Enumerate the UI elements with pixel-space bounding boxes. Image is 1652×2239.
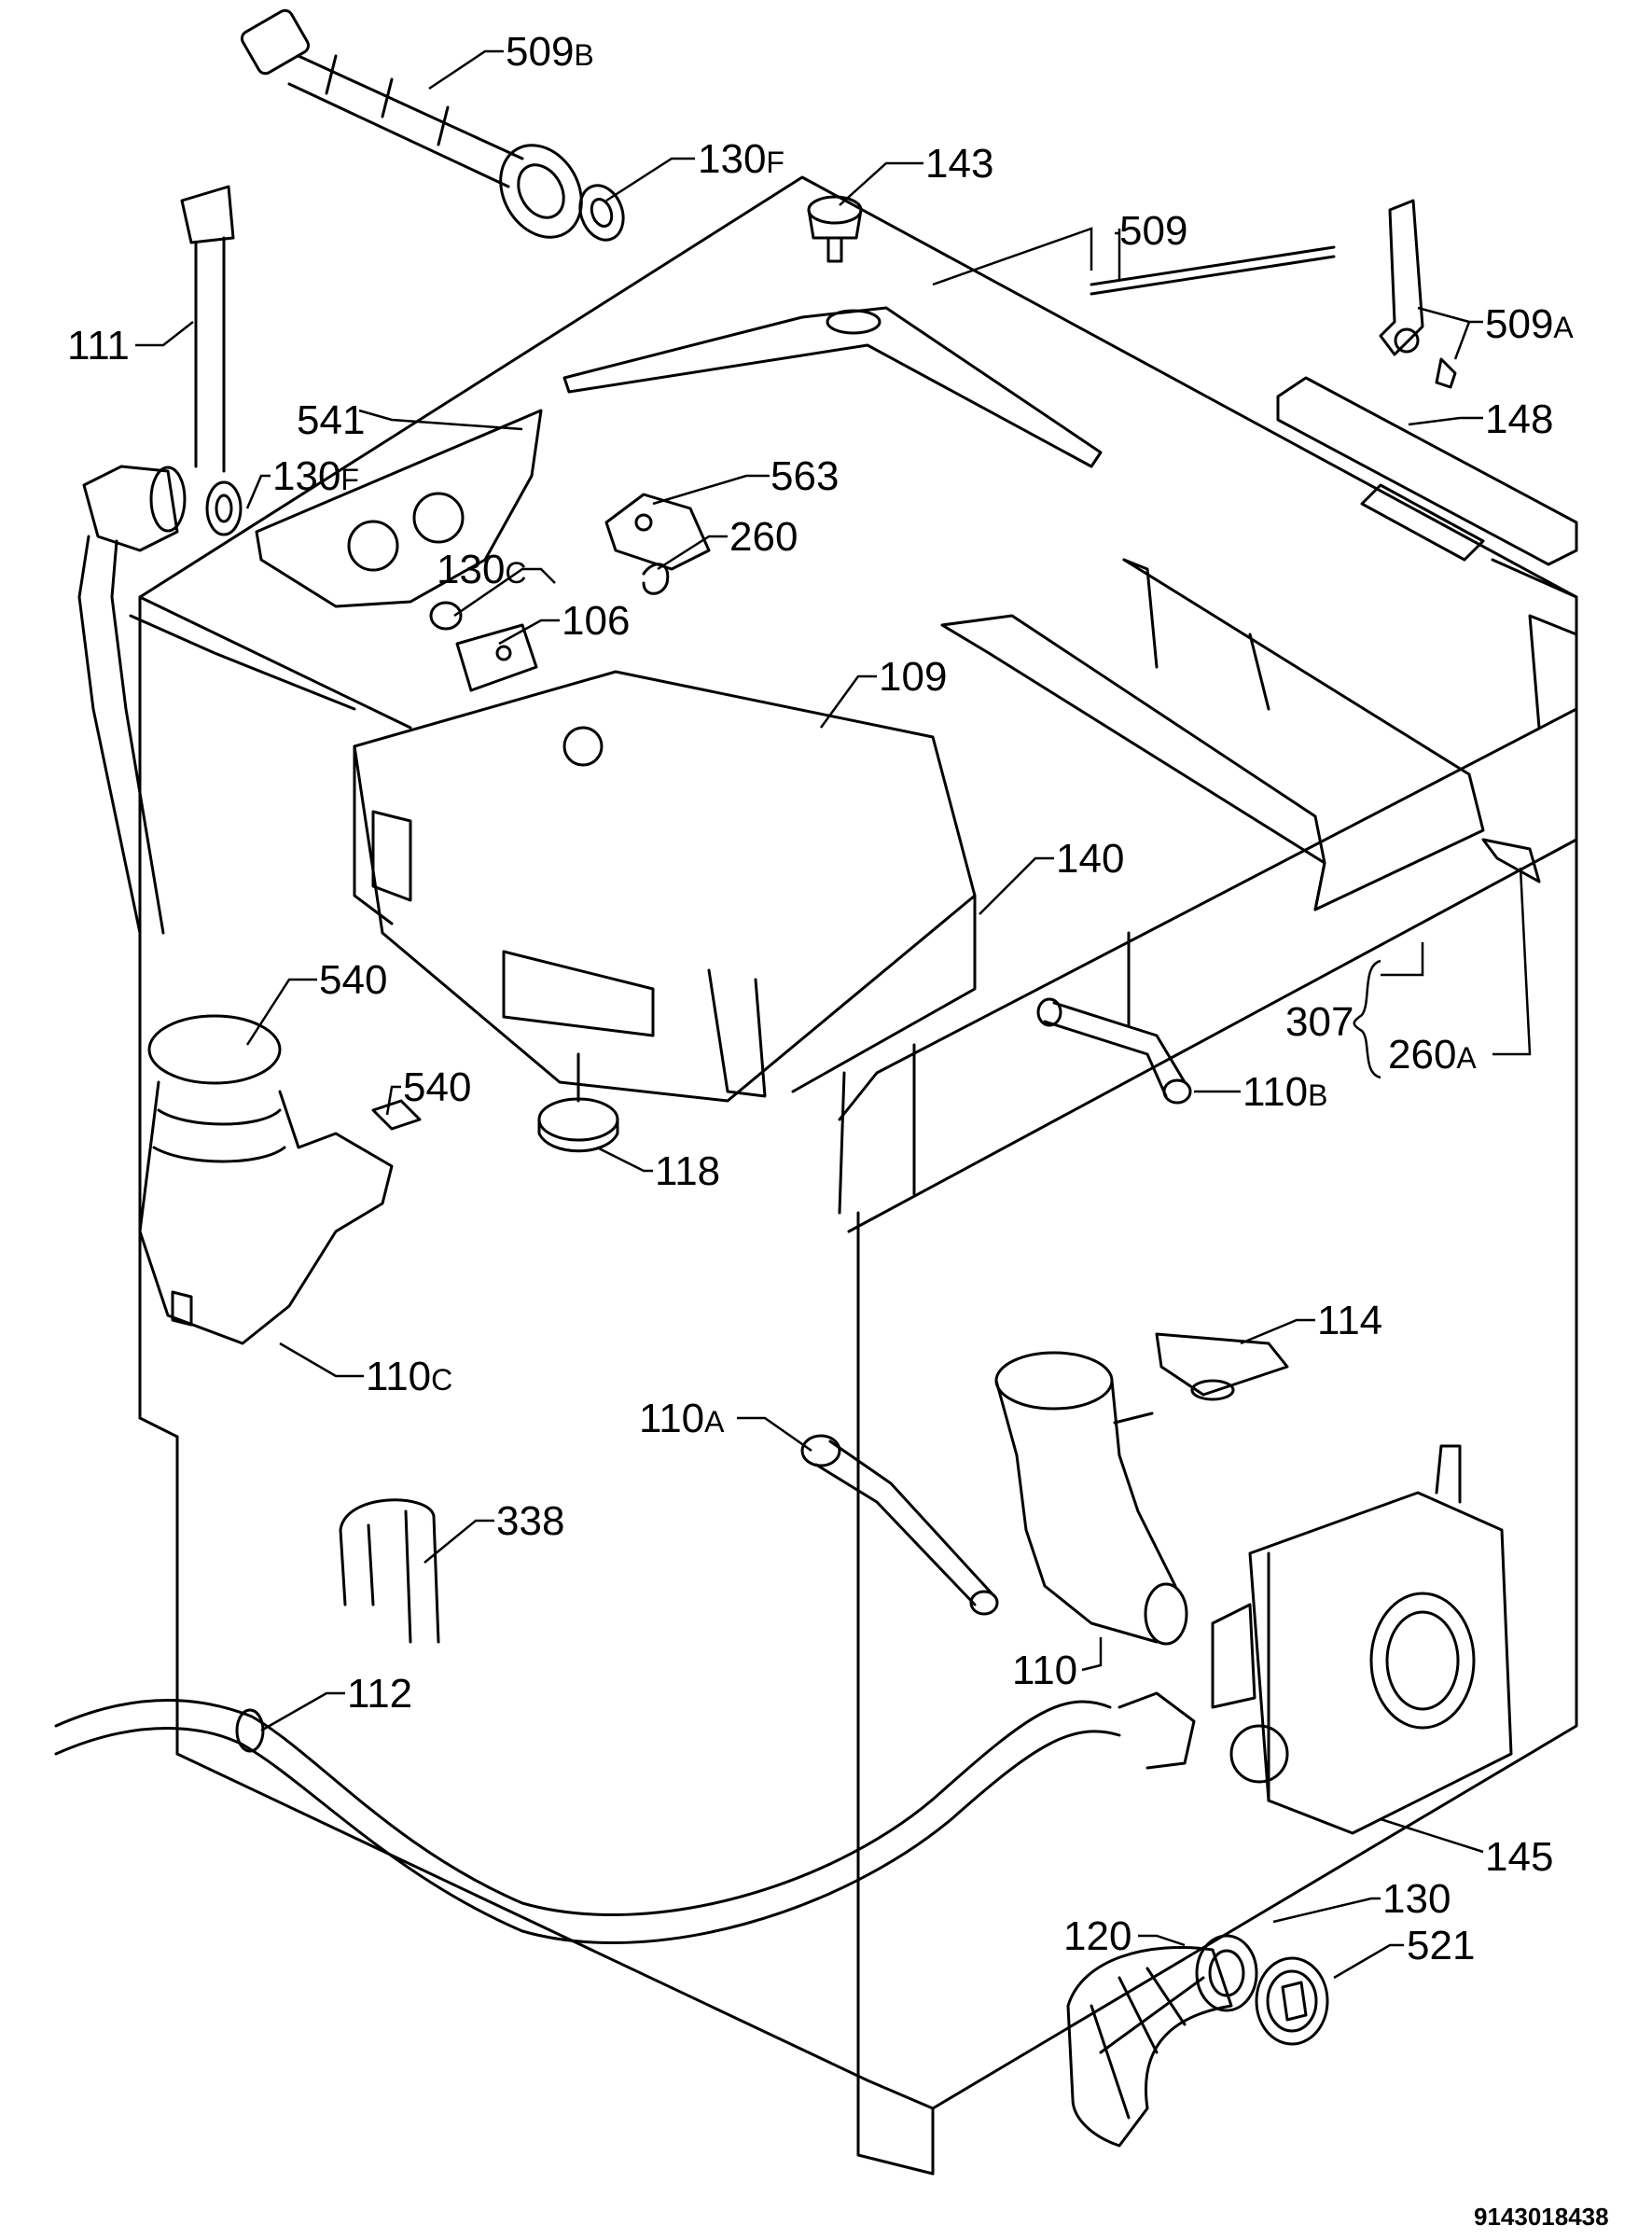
seal-130f-mid: [205, 480, 243, 536]
callout-509b: 509B: [506, 29, 594, 75]
callout-148: 148: [1485, 396, 1553, 442]
cover-148: [1276, 376, 1578, 566]
clip-260a: [1481, 838, 1541, 883]
clip-338: [339, 1498, 440, 1644]
callout-140: 140: [1056, 836, 1124, 882]
pump-145: [1211, 1444, 1513, 1835]
callout-110b: 110B: [1242, 1069, 1328, 1115]
callout-130: 130: [1382, 1876, 1451, 1922]
valve-130c: [429, 601, 463, 631]
cam-563: [604, 493, 711, 571]
hose-111: [77, 185, 235, 935]
cap-521: [1255, 1956, 1329, 2046]
spring-260: [642, 563, 670, 595]
callout-260a: 260A: [1388, 1032, 1477, 1078]
hose-110a: [800, 1434, 999, 1616]
document-number: 9143018438: [1474, 2203, 1609, 2231]
callout-509a: 509A: [1485, 301, 1574, 347]
seal-130f-top: [578, 184, 625, 242]
callout-521: 521: [1407, 1923, 1475, 1968]
bracket-114: [1155, 1332, 1289, 1401]
callout-540-a: 540: [319, 957, 387, 1003]
callout-114: 114: [1317, 1298, 1382, 1343]
knob-143: [807, 195, 863, 263]
bellows-110c: [138, 1080, 394, 1345]
callout-106: 106: [562, 598, 630, 644]
callout-110a: 110A: [639, 1396, 725, 1441]
panel-541: [255, 409, 543, 608]
clip-106: [455, 623, 538, 692]
lever-509: [562, 245, 1336, 468]
brace-307-260a: [1353, 959, 1381, 1079]
hose-110: [994, 1351, 1188, 1646]
callout-563: 563: [770, 453, 839, 499]
callout-541: 541: [297, 397, 365, 443]
callout-120: 120: [1063, 1913, 1131, 1959]
callout-111: 111: [67, 323, 130, 369]
drawer-307: [940, 558, 1485, 911]
callout-130c: 130C: [437, 547, 527, 592]
hose-110b: [1036, 997, 1192, 1105]
callout-112: 112: [347, 1671, 412, 1717]
clamp-540-top: [147, 1014, 282, 1085]
callout-307: 307: [1285, 999, 1354, 1045]
clamp-540-bottom: [371, 1099, 422, 1131]
leader-lines: [135, 49, 1532, 1980]
filter-120: [1066, 1946, 1233, 2148]
drain-hose-112: [54, 1691, 1196, 1945]
seal-130: [1195, 1934, 1258, 2012]
callout-145: 145: [1485, 1834, 1553, 1880]
callout-338: 338: [496, 1498, 564, 1544]
dispenser-housing-109: [353, 670, 977, 1103]
callout-130f-mid: 130F: [272, 453, 359, 499]
callout-540-b: 540: [403, 1064, 471, 1110]
foot-118: [537, 1052, 619, 1153]
callout-130f-top: 130F: [698, 136, 784, 182]
inlet-hose-509b: [240, 8, 583, 239]
bracket-509a: [1379, 199, 1457, 389]
callout-509: 509: [1119, 208, 1187, 254]
callout-118: 118: [655, 1148, 720, 1194]
callout-260: 260: [729, 514, 798, 560]
callout-110c: 110C: [366, 1354, 452, 1399]
callout-109: 109: [879, 654, 947, 700]
callout-labels: 509B 130F 143 509 509A 111 541 130F 563 …: [67, 29, 1574, 1968]
callout-110: 110: [1012, 1648, 1077, 1693]
callout-143: 143: [925, 141, 993, 187]
